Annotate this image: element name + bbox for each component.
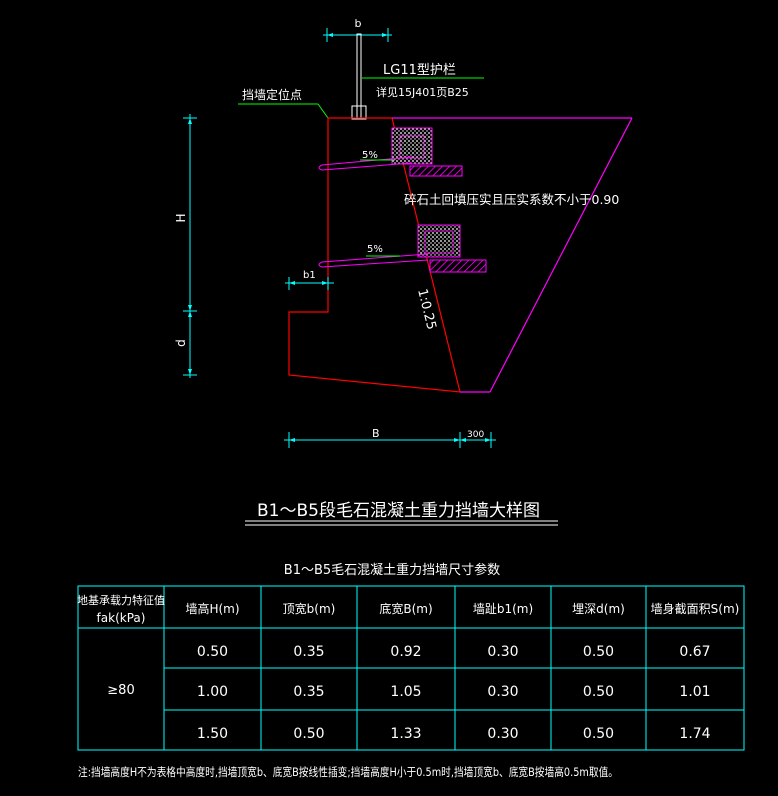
backfill-boundary: [392, 117, 633, 393]
table-cell: 0.30: [487, 684, 518, 700]
table-header-cell: 墙趾b1(m): [473, 602, 533, 616]
slope-upper-label: 5%: [362, 150, 378, 161]
table-header-cell: 底宽B(m): [379, 601, 432, 616]
dim-label-d: d: [174, 339, 188, 347]
table-cell: 0.50: [583, 684, 614, 700]
locate-point-leader: [238, 103, 329, 119]
railing-reference: 详见15J401页B25: [376, 85, 469, 99]
table-cell: 0.35: [293, 644, 324, 660]
upper-drain: [318, 127, 463, 177]
table-cell: 0.30: [487, 644, 518, 660]
table-cell: 0.50: [293, 726, 324, 742]
header-fak-line1: 地基承载力特征值: [77, 593, 165, 607]
dim-label-B: B: [372, 427, 380, 440]
backfill-note: 碎石土回填压实且压实系数不小于0.90: [404, 192, 619, 207]
table-cell: 0.50: [583, 726, 614, 742]
table-note: 注:挡墙高度H不为表格中高度时,挡墙顶宽b、底宽B按线性插变;挡墙高度H小于0.…: [78, 765, 618, 779]
dimension-b1: [285, 277, 334, 290]
fak-value: ≥80: [107, 683, 134, 698]
table-header-row: 墙高H(m) 顶宽b(m) 底宽B(m) 墙趾b1(m) 埋深d(m) 墙身截面积S(m): [185, 601, 739, 616]
table-cell: 1.74: [679, 726, 710, 742]
dim-label-300: 300: [467, 430, 484, 440]
lower-drain: [318, 224, 487, 273]
table-header-cell: 埋深d(m): [572, 602, 625, 616]
table-cell: 0.50: [197, 644, 228, 660]
railing-title: LG11型护栏: [383, 63, 456, 78]
table-cell: 0.50: [583, 644, 614, 660]
table-header-cell: 墙身截面积S(m): [651, 601, 740, 616]
table-cell: 1.50: [197, 726, 228, 742]
slope-lower-label: 5%: [367, 244, 383, 255]
table-cell: 0.35: [293, 684, 324, 700]
parameter-table: [77, 585, 745, 751]
table-header-cell: 顶宽b(m): [283, 601, 336, 616]
table-cell: 1.33: [390, 726, 421, 742]
table-cell: 1.01: [679, 684, 710, 700]
table-title: B1～B5毛石混凝土重力挡墙尺寸参数: [284, 562, 500, 578]
table-body: 0.50 0.35 0.92 0.30 0.50 0.67 1.00 0.35 1.05 0.30…: [197, 644, 711, 742]
table-cell: 1.05: [390, 684, 421, 700]
locate-point-label: 挡墙定位点: [242, 87, 302, 102]
table-header-cell: 墙高H(m): [185, 601, 239, 616]
table-cell: 1.00: [197, 684, 228, 700]
table-cell: 0.92: [390, 644, 421, 660]
dim-label-b1: b1: [303, 270, 316, 281]
header-fak-line2: fak(kPa): [97, 611, 146, 625]
dimension-bottom: [284, 432, 496, 448]
main-title: B1～B5段毛石混凝土重力挡墙大样图: [257, 501, 540, 521]
table-cell: 0.30: [487, 726, 518, 742]
dim-label-b: b: [355, 17, 362, 30]
dim-label-H: H: [174, 213, 188, 222]
table-cell: 0.67: [679, 644, 710, 660]
dimension-vertical: [183, 114, 197, 378]
